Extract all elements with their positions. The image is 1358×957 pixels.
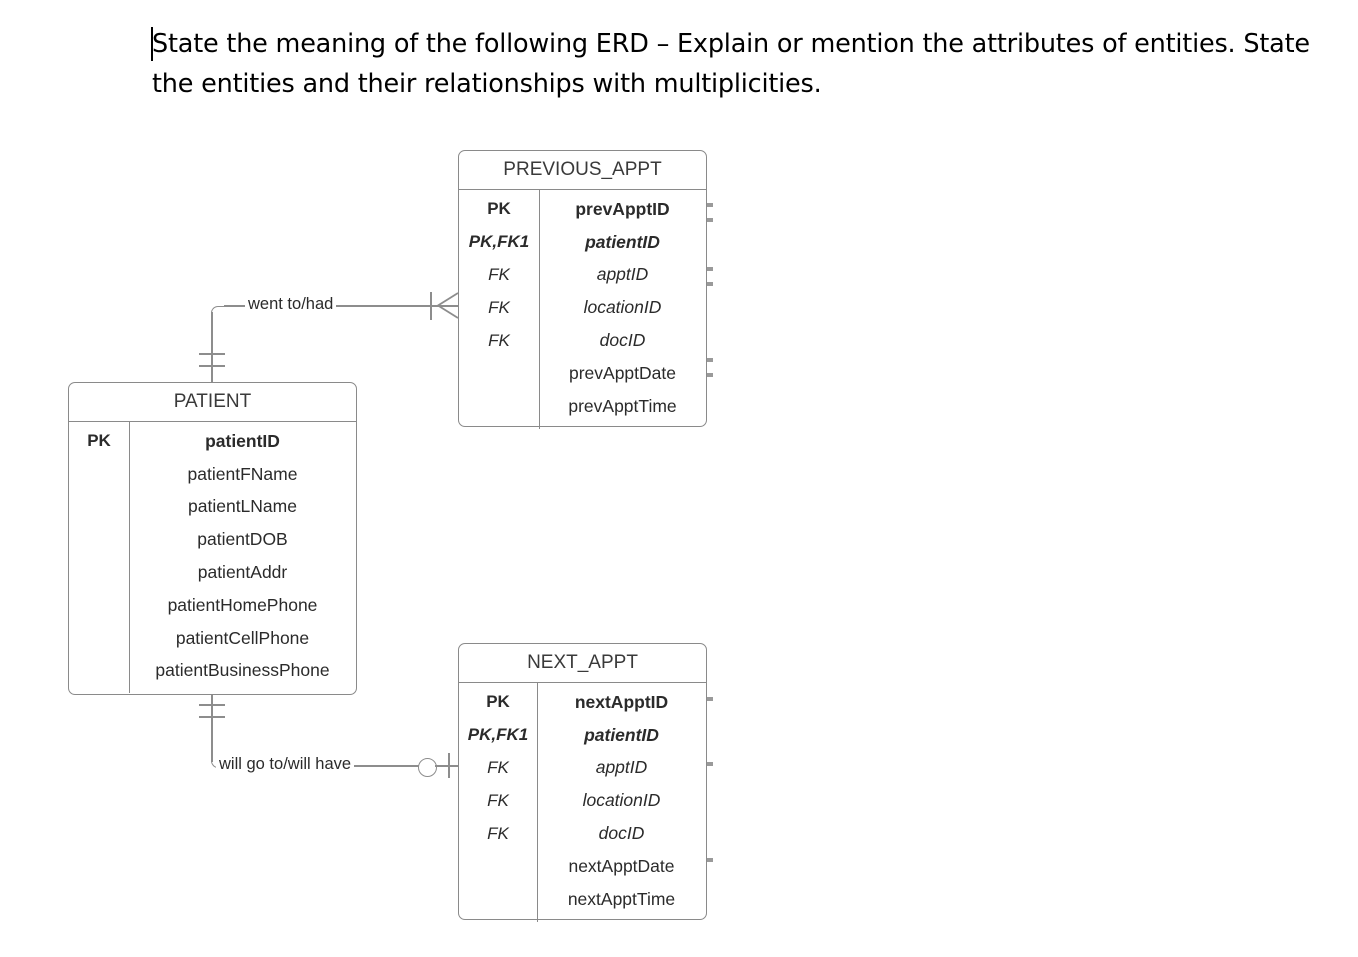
- attribute-key: PK: [487, 199, 511, 219]
- attribute-name: patientID: [585, 231, 660, 252]
- relationship-line-went-to-had-vertical: [211, 312, 213, 384]
- attribute-name: apptID: [595, 757, 648, 778]
- attribute-row: prevApptTime: [459, 390, 706, 423]
- entity-patient[interactable]: PATIENT PK patientID patientFName patien…: [68, 382, 357, 695]
- connector-stub: [706, 282, 713, 286]
- erd-diagram: went to/had will go to/will have PREVIOU…: [0, 110, 1358, 957]
- attribute-key: PK: [486, 692, 510, 712]
- attribute-row: PK,FK1 patientID: [459, 719, 706, 752]
- attribute-key: FK: [488, 297, 510, 317]
- attribute-name: locationID: [582, 790, 661, 811]
- relationship-label-will-go-to-will-have: will go to/will have: [216, 755, 355, 774]
- attribute-name: nextApptID: [574, 691, 669, 712]
- cardinality-one-and-only-one-previous: [199, 353, 225, 375]
- connector-stub: [706, 203, 713, 207]
- attribute-key: FK: [488, 264, 510, 284]
- entity-previous-appt[interactable]: PREVIOUS_APPT PK prevApptID PK,FK1 patie…: [458, 150, 707, 429]
- attribute-key: FK: [488, 330, 510, 350]
- attribute-key: PK,FK1: [468, 232, 530, 252]
- connector-stub: [706, 858, 713, 862]
- text-caret: [151, 27, 153, 61]
- attribute-row: patientCellPhone: [69, 622, 356, 655]
- connector-stub: [706, 358, 713, 362]
- entity-title-patient: PATIENT: [69, 383, 356, 422]
- attribute-name: patientFName: [187, 463, 298, 484]
- entity-title-next-appt: NEXT_APPT: [459, 644, 706, 683]
- attribute-row: FK locationID: [459, 784, 706, 817]
- key-column-divider: [537, 683, 538, 922]
- key-column-divider: [129, 422, 130, 694]
- attribute-name: patientAddr: [197, 562, 288, 583]
- connector-stub: [706, 373, 713, 377]
- entity-body-previous-appt: PK prevApptID PK,FK1 patientID FK apptID…: [459, 190, 706, 429]
- attribute-key: FK: [487, 757, 509, 777]
- attribute-name: patientLName: [188, 496, 297, 517]
- attribute-name: patientBusinessPhone: [155, 660, 330, 681]
- attribute-name: patientDOB: [197, 529, 288, 550]
- cardinality-one-and-only-one-next: [199, 704, 225, 726]
- attribute-row: FK docID: [459, 817, 706, 850]
- attribute-name: prevApptDate: [568, 362, 676, 383]
- attribute-row: FK apptID: [459, 259, 706, 292]
- attribute-row: patientDOB: [69, 523, 356, 556]
- attribute-name: patientID: [205, 430, 280, 451]
- attribute-key: PK: [87, 431, 111, 451]
- relationship-line-went-to-had-horizontal: [224, 305, 458, 307]
- attribute-row: FK apptID: [459, 752, 706, 785]
- attribute-name: prevApptTime: [568, 395, 677, 416]
- connector-stub: [706, 218, 713, 222]
- cardinality-one-or-many-previous: [430, 290, 460, 322]
- attribute-name: nextApptDate: [568, 855, 675, 876]
- key-column-divider: [539, 190, 540, 429]
- cardinality-zero-or-one-next: [415, 750, 460, 782]
- attribute-row: FK docID: [459, 324, 706, 357]
- attribute-row: PK nextApptID: [459, 686, 706, 719]
- relationship-line-will-go-to-vertical: [211, 695, 213, 762]
- attribute-row: FK locationID: [459, 291, 706, 324]
- entity-body-next-appt: PK nextApptID PK,FK1 patientID FK apptID…: [459, 683, 706, 922]
- connector-stub: [706, 762, 713, 766]
- attribute-row: PK prevApptID: [459, 193, 706, 226]
- entity-title-previous-appt: PREVIOUS_APPT: [459, 151, 706, 190]
- page-title: State the meaning of the following ERD –…: [152, 29, 1310, 99]
- attribute-row: PK,FK1 patientID: [459, 226, 706, 259]
- attribute-row: patientLName: [69, 491, 356, 524]
- attribute-row: PK patientID: [69, 425, 356, 458]
- entity-body-patient: PK patientID patientFName patientLName p…: [69, 422, 356, 694]
- attribute-name: patientHomePhone: [167, 594, 318, 615]
- connector-stub: [706, 267, 713, 271]
- relationship-corner-went-to-had: [211, 306, 226, 321]
- relationship-label-went-to-had: went to/had: [245, 295, 337, 314]
- attribute-name: docID: [599, 330, 646, 351]
- attribute-row: nextApptTime: [459, 883, 706, 916]
- attribute-row: nextApptDate: [459, 850, 706, 883]
- connector-stub: [706, 697, 713, 701]
- attribute-key: FK: [487, 823, 509, 843]
- attribute-row: patientAddr: [69, 556, 356, 589]
- entity-next-appt[interactable]: NEXT_APPT PK nextApptID PK,FK1 patientID…: [458, 643, 707, 922]
- attribute-name: locationID: [583, 297, 662, 318]
- attribute-key: PK,FK1: [467, 725, 529, 745]
- attribute-name: docID: [598, 823, 645, 844]
- attribute-row: patientBusinessPhone: [69, 655, 356, 688]
- attribute-row: patientHomePhone: [69, 589, 356, 622]
- attribute-name: nextApptTime: [567, 888, 676, 909]
- attribute-name: apptID: [596, 264, 649, 285]
- attribute-row: prevApptDate: [459, 357, 706, 390]
- attribute-row: patientFName: [69, 458, 356, 491]
- attribute-name: patientID: [584, 724, 659, 745]
- attribute-name: prevApptID: [575, 198, 670, 219]
- attribute-key: FK: [487, 790, 509, 810]
- attribute-name: patientCellPhone: [175, 627, 310, 648]
